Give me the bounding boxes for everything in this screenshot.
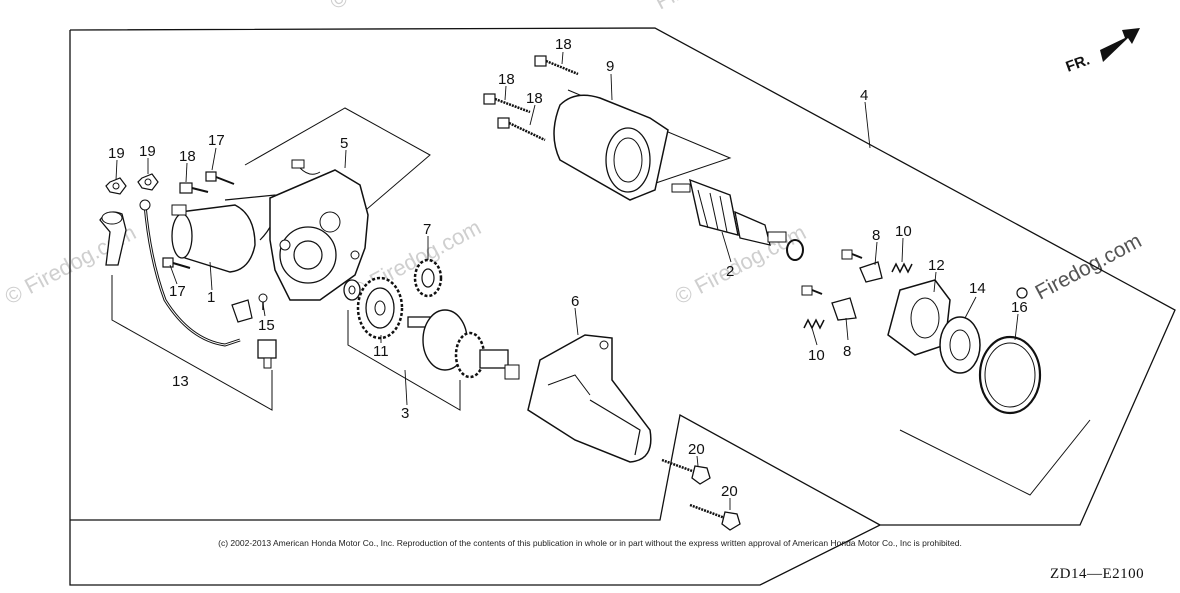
- callout-1[interactable]: 1: [207, 289, 215, 306]
- assembly-bottom-edge: [70, 413, 881, 526]
- part-bolt-17b[interactable]: [162, 257, 191, 269]
- part-solenoid-1[interactable]: [171, 194, 277, 273]
- part-brush-8a[interactable]: [859, 261, 883, 283]
- cable-bracket-outline: [111, 275, 273, 411]
- callout-16[interactable]: 16: [1011, 299, 1028, 316]
- callout-14[interactable]: 14: [969, 280, 986, 297]
- callout-17a[interactable]: 17: [208, 132, 225, 149]
- callout-10a[interactable]: 10: [895, 223, 912, 240]
- part-cable-13[interactable]: [139, 199, 241, 347]
- callout-6[interactable]: 6: [571, 293, 579, 310]
- diagram-code: ZD14—E2100: [1050, 566, 1145, 582]
- leader-lines: [115, 51, 1019, 510]
- part-housing-6[interactable]: [527, 334, 652, 463]
- part-spring-10b[interactable]: [803, 318, 825, 330]
- watermark-5: © Firedog.com: [326, 0, 465, 14]
- part-bolt-20b[interactable]: [689, 503, 741, 531]
- callout-2[interactable]: 2: [726, 263, 734, 280]
- callout-18b[interactable]: 18: [555, 36, 572, 53]
- part-plate-14[interactable]: [939, 316, 981, 374]
- watermark-6: Firedog.com: [651, 0, 771, 14]
- part-gear-11[interactable]: [356, 276, 404, 340]
- callout-5[interactable]: 5: [340, 135, 348, 152]
- copyright-notice: (c) 2002-2013 American Honda Motor Co., …: [218, 538, 962, 548]
- part-pinion-assembly-3[interactable]: [407, 309, 520, 380]
- part-snap-ring[interactable]: [786, 239, 804, 261]
- callout-20b[interactable]: 20: [721, 483, 738, 500]
- callout-18a[interactable]: 18: [179, 148, 196, 165]
- callout-18d[interactable]: 18: [526, 90, 543, 107]
- part-bolt-18a[interactable]: [179, 182, 209, 194]
- assembly-boundary-outline: [69, 27, 1176, 586]
- callout-19b[interactable]: 19: [139, 143, 156, 160]
- pinion-bracket-outline: [347, 310, 461, 411]
- part-armature-2[interactable]: [671, 178, 787, 246]
- part-rear-seal-ring[interactable]: [978, 335, 1042, 415]
- part-gear-7[interactable]: [413, 258, 443, 298]
- part-terminal-boot-16[interactable]: [99, 211, 127, 266]
- part-nut-19b[interactable]: [137, 173, 159, 191]
- part-grommet[interactable]: [257, 339, 277, 369]
- callout-3[interactable]: 3: [401, 405, 409, 422]
- brush-holder-bracket-outline: [899, 419, 1091, 496]
- callout-9[interactable]: 9: [606, 58, 614, 75]
- part-washer-16[interactable]: [343, 279, 361, 301]
- callout-12[interactable]: 12: [928, 257, 945, 274]
- part-front-cover-5[interactable]: [269, 159, 369, 301]
- callout-19a[interactable]: 19: [108, 145, 125, 162]
- part-screw-upper[interactable]: [841, 249, 863, 260]
- front-direction-label: FR.: [1064, 52, 1093, 76]
- front-direction-indicator: FR.: [1064, 28, 1140, 76]
- part-bolt-18d[interactable]: [497, 117, 546, 142]
- callout-7[interactable]: 7: [423, 221, 431, 238]
- callout-10b[interactable]: 10: [808, 347, 825, 364]
- part-yoke-9[interactable]: [553, 94, 669, 201]
- part-brush-8b[interactable]: [831, 297, 857, 321]
- part-bolt-17a[interactable]: [205, 171, 235, 185]
- callout-8a[interactable]: 8: [872, 227, 880, 244]
- callout-13[interactable]: 13: [172, 373, 189, 390]
- part-spring-10a[interactable]: [891, 262, 913, 274]
- callout-8b[interactable]: 8: [843, 343, 851, 360]
- part-bolt-20a[interactable]: [661, 458, 711, 485]
- callout-17b[interactable]: 17: [169, 283, 186, 300]
- watermark-3: Firedog.com: [1032, 229, 1146, 304]
- front-arrow-icon: [1100, 28, 1140, 62]
- callout-11[interactable]: 11: [373, 343, 389, 360]
- part-screw-lower[interactable]: [801, 285, 823, 296]
- part-bolt-18b[interactable]: [534, 55, 579, 76]
- part-clip-15[interactable]: [231, 293, 268, 323]
- part-small-nut[interactable]: [1016, 287, 1028, 299]
- part-nut-19a[interactable]: [105, 177, 127, 195]
- callout-18c[interactable]: 18: [498, 71, 515, 88]
- part-bolt-18c[interactable]: [483, 93, 531, 114]
- callout-4[interactable]: 4: [860, 87, 868, 104]
- callout-15[interactable]: 15: [258, 317, 275, 334]
- callout-20a[interactable]: 20: [688, 441, 705, 458]
